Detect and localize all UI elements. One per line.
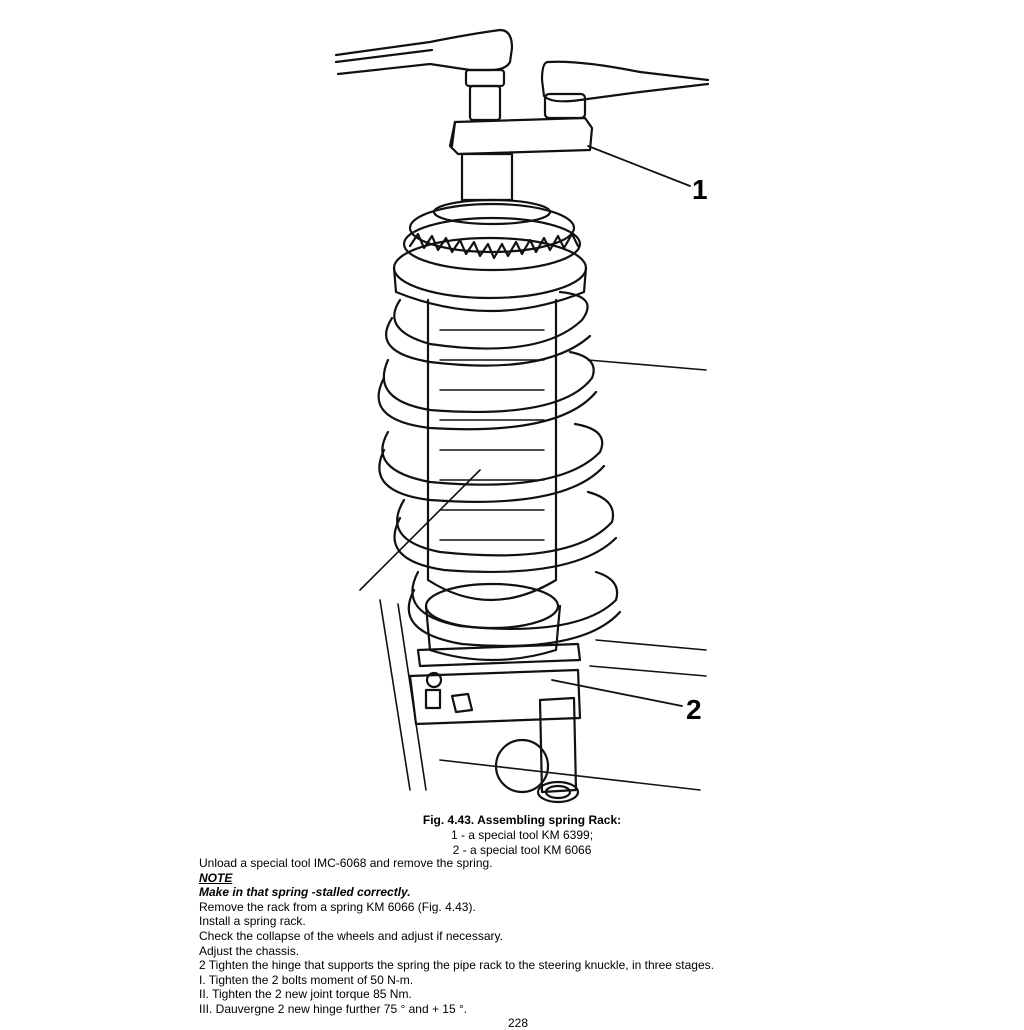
instruction-step: III. Dauvergne 2 new hinge further 75 ° … <box>199 1001 468 1016</box>
callout-label-2: 2 <box>686 694 702 725</box>
callout-leader-2 <box>551 679 683 707</box>
instruction-step: I. Tighten the 2 bolts moment of 50 N-m. <box>199 972 414 987</box>
instruction-step: II. Tighten the 2 new joint torque 85 Nm… <box>199 987 412 1002</box>
spring-coil <box>396 490 615 557</box>
instruction-unload: Unload a special tool IMC-6068 and remov… <box>199 856 493 870</box>
wrench-handle-right <box>540 60 710 103</box>
spring-coil <box>381 422 604 486</box>
spring-coil <box>393 290 589 350</box>
instruction-step: Adjust the chassis. <box>199 943 300 958</box>
figure-caption-title: Fig. 4.43. Assembling spring Rack: <box>422 813 622 827</box>
figure-caption-item-2: 2 - a special tool KM 6066 <box>452 843 592 857</box>
callout-leader-1 <box>587 145 691 187</box>
instructions-body: Unload a special tool IMC-6068 and remov… <box>199 856 999 1017</box>
page-number: 228 <box>508 1016 529 1030</box>
tool-1-crossbar <box>448 116 594 156</box>
spring-coil <box>411 570 619 630</box>
note-text: Make in that spring -stalled correctly. <box>199 885 411 900</box>
instruction-step: Check the collapse of the wheels and adj… <box>199 928 503 943</box>
instruction-step: Remove the rack from a spring KM 6066 (F… <box>199 899 476 914</box>
instruction-step: Install a spring rack. <box>199 914 306 929</box>
figure-caption-item-1: 1 - a special tool KM 6399; <box>450 828 594 842</box>
spring-rack-illustration <box>330 20 720 810</box>
note-heading: NOTE <box>199 870 233 885</box>
spring-rack-drawing <box>334 28 710 804</box>
tool-2-bracket <box>416 642 582 668</box>
instruction-step: 2 Tighten the hinge that supports the sp… <box>199 958 714 973</box>
callout-label-1: 1 <box>692 174 708 205</box>
spring-coil <box>382 350 595 413</box>
